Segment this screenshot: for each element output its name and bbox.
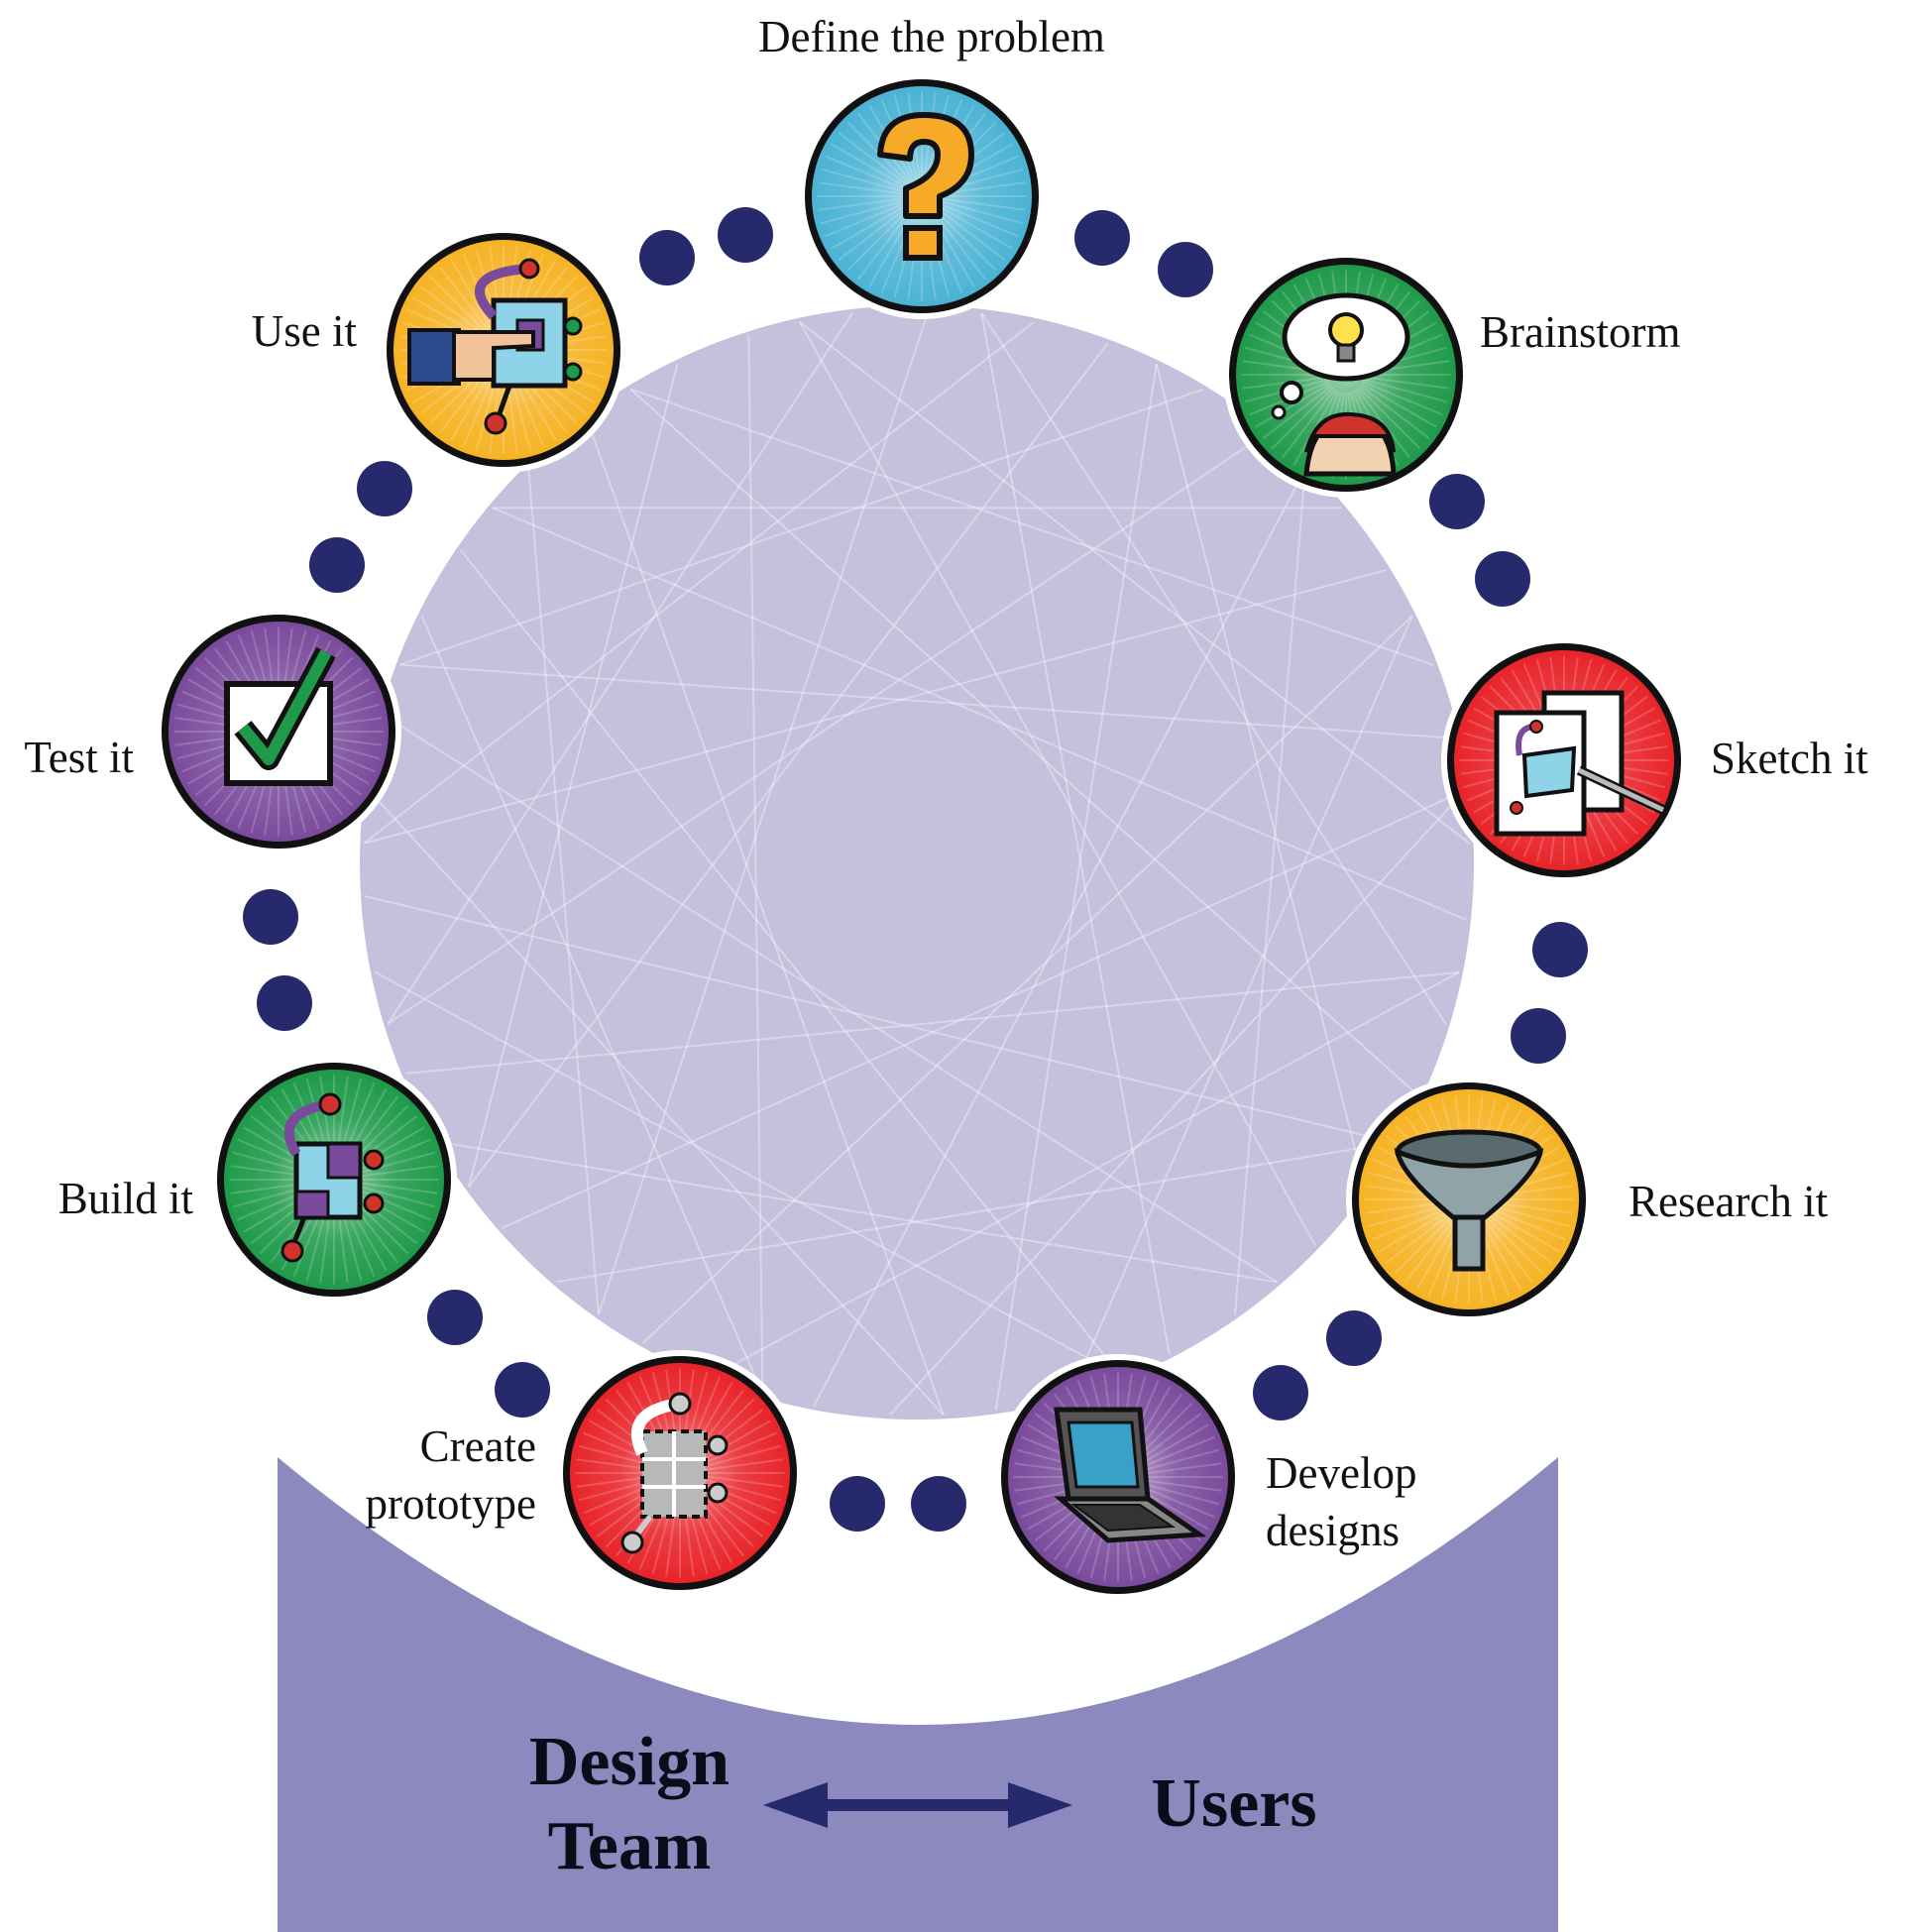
funnel-icon (1394, 1129, 1544, 1272)
connector-dot (911, 1476, 966, 1532)
connector-dot (243, 889, 298, 945)
connector-dot (1532, 922, 1588, 977)
connector-dot (257, 975, 312, 1031)
step-node-use-it (381, 227, 626, 473)
step-nodes (156, 73, 1687, 1600)
gadget-icon (281, 1092, 385, 1263)
connector-dot (1158, 242, 1213, 297)
step-node-test-it (156, 609, 401, 854)
label-create-prototype-line2: prototype (365, 1479, 536, 1529)
connector-dot (1074, 210, 1130, 266)
connector-dot (830, 1476, 885, 1532)
design-team-label-line1: Design (528, 1724, 730, 1800)
connector-dot (718, 207, 773, 263)
bottom-band (278, 1457, 1558, 1932)
connector-dot (357, 461, 412, 516)
connector-dot (1326, 1310, 1382, 1366)
question-mark-icon (877, 112, 974, 261)
label-build-it: Build it (57, 1174, 193, 1223)
label-create-prototype-line1: Create (419, 1421, 536, 1471)
label-use-it: Use it (251, 306, 357, 356)
step-node-sketch-it (1441, 637, 1687, 883)
connector-dot (1475, 551, 1530, 607)
double-headed-arrow (763, 1782, 1072, 1828)
connector-dot (309, 537, 365, 593)
connector-dot (639, 230, 695, 285)
checkbox-check-icon (224, 646, 336, 786)
center-circle (360, 305, 1474, 1420)
step-node-develop-designs (995, 1354, 1241, 1600)
step-node-build-it (211, 1057, 457, 1303)
prototype-gadget-icon (620, 1392, 729, 1554)
lightbulb-thought-icon (1271, 292, 1410, 477)
step-node-brainstorm (1223, 252, 1469, 498)
label-brainstorm: Brainstorm (1480, 307, 1681, 357)
connector-dot (427, 1290, 483, 1345)
laptop-icon (1054, 1407, 1207, 1543)
pointing-hand-gadget-icon (407, 258, 583, 435)
label-develop-designs-line2: designs (1266, 1506, 1400, 1555)
label-sketch-it: Sketch it (1711, 734, 1868, 783)
connector-dot (1511, 1008, 1566, 1064)
users-label: Users (1151, 1765, 1317, 1842)
center-circle-web-lines (363, 308, 1471, 1417)
step-node-create-prototype (557, 1350, 803, 1596)
label-define-the-problem: Define the problem (758, 12, 1105, 61)
connector-dot (1253, 1365, 1308, 1421)
sketch-pencil-icon (1494, 690, 1666, 837)
step-node-define-the-problem (799, 73, 1045, 319)
label-research-it: Research it (1628, 1177, 1829, 1226)
connector-dot (1429, 474, 1485, 529)
design-team-label-line2: Team (547, 1808, 712, 1884)
step-node-research-it (1346, 1077, 1592, 1322)
connector-dot (495, 1362, 550, 1418)
connector-dots (243, 207, 1588, 1532)
label-test-it: Test it (24, 733, 134, 782)
label-develop-designs-line1: Develop (1266, 1448, 1417, 1498)
